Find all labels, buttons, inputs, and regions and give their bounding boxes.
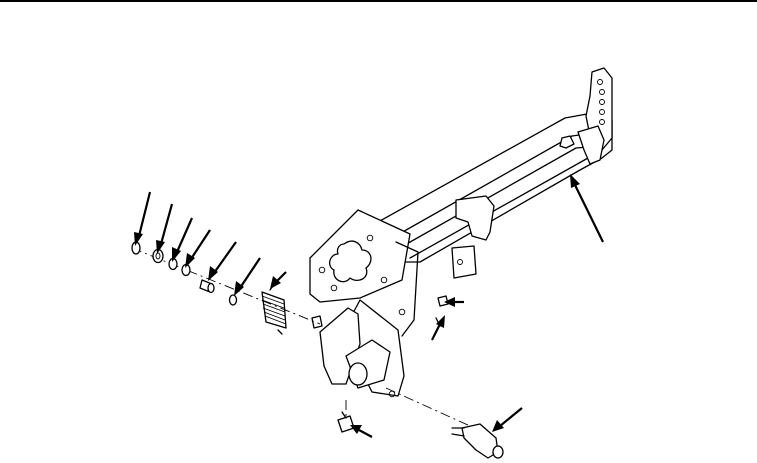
- leader-arrow-5: [208, 241, 237, 281]
- leader-arrow-9: [444, 297, 464, 307]
- leader-arrow-1: [134, 191, 152, 246]
- gusset-bracket: [451, 195, 495, 279]
- leader-arrow-2: [156, 203, 174, 254]
- bushing: [228, 294, 238, 306]
- leader-arrows: [134, 174, 604, 438]
- top-rule: [0, 0, 757, 2]
- leader-arrow-10: [431, 315, 445, 341]
- mounting-bracket: [309, 209, 419, 398]
- leader-arrow-12: [492, 407, 523, 432]
- leader-arrow-7: [270, 271, 287, 289]
- leader-arrow-11: [350, 425, 373, 438]
- pivot-housing: [311, 307, 391, 389]
- centerlines: [131, 247, 471, 427]
- support-arm: [359, 67, 613, 263]
- leader-arrow-6: [234, 257, 261, 296]
- leader-arrow-4: [185, 229, 211, 268]
- leader-arrow-3: [172, 217, 194, 262]
- pivot-pin: [451, 423, 504, 459]
- leader-arrow-8: [570, 174, 604, 243]
